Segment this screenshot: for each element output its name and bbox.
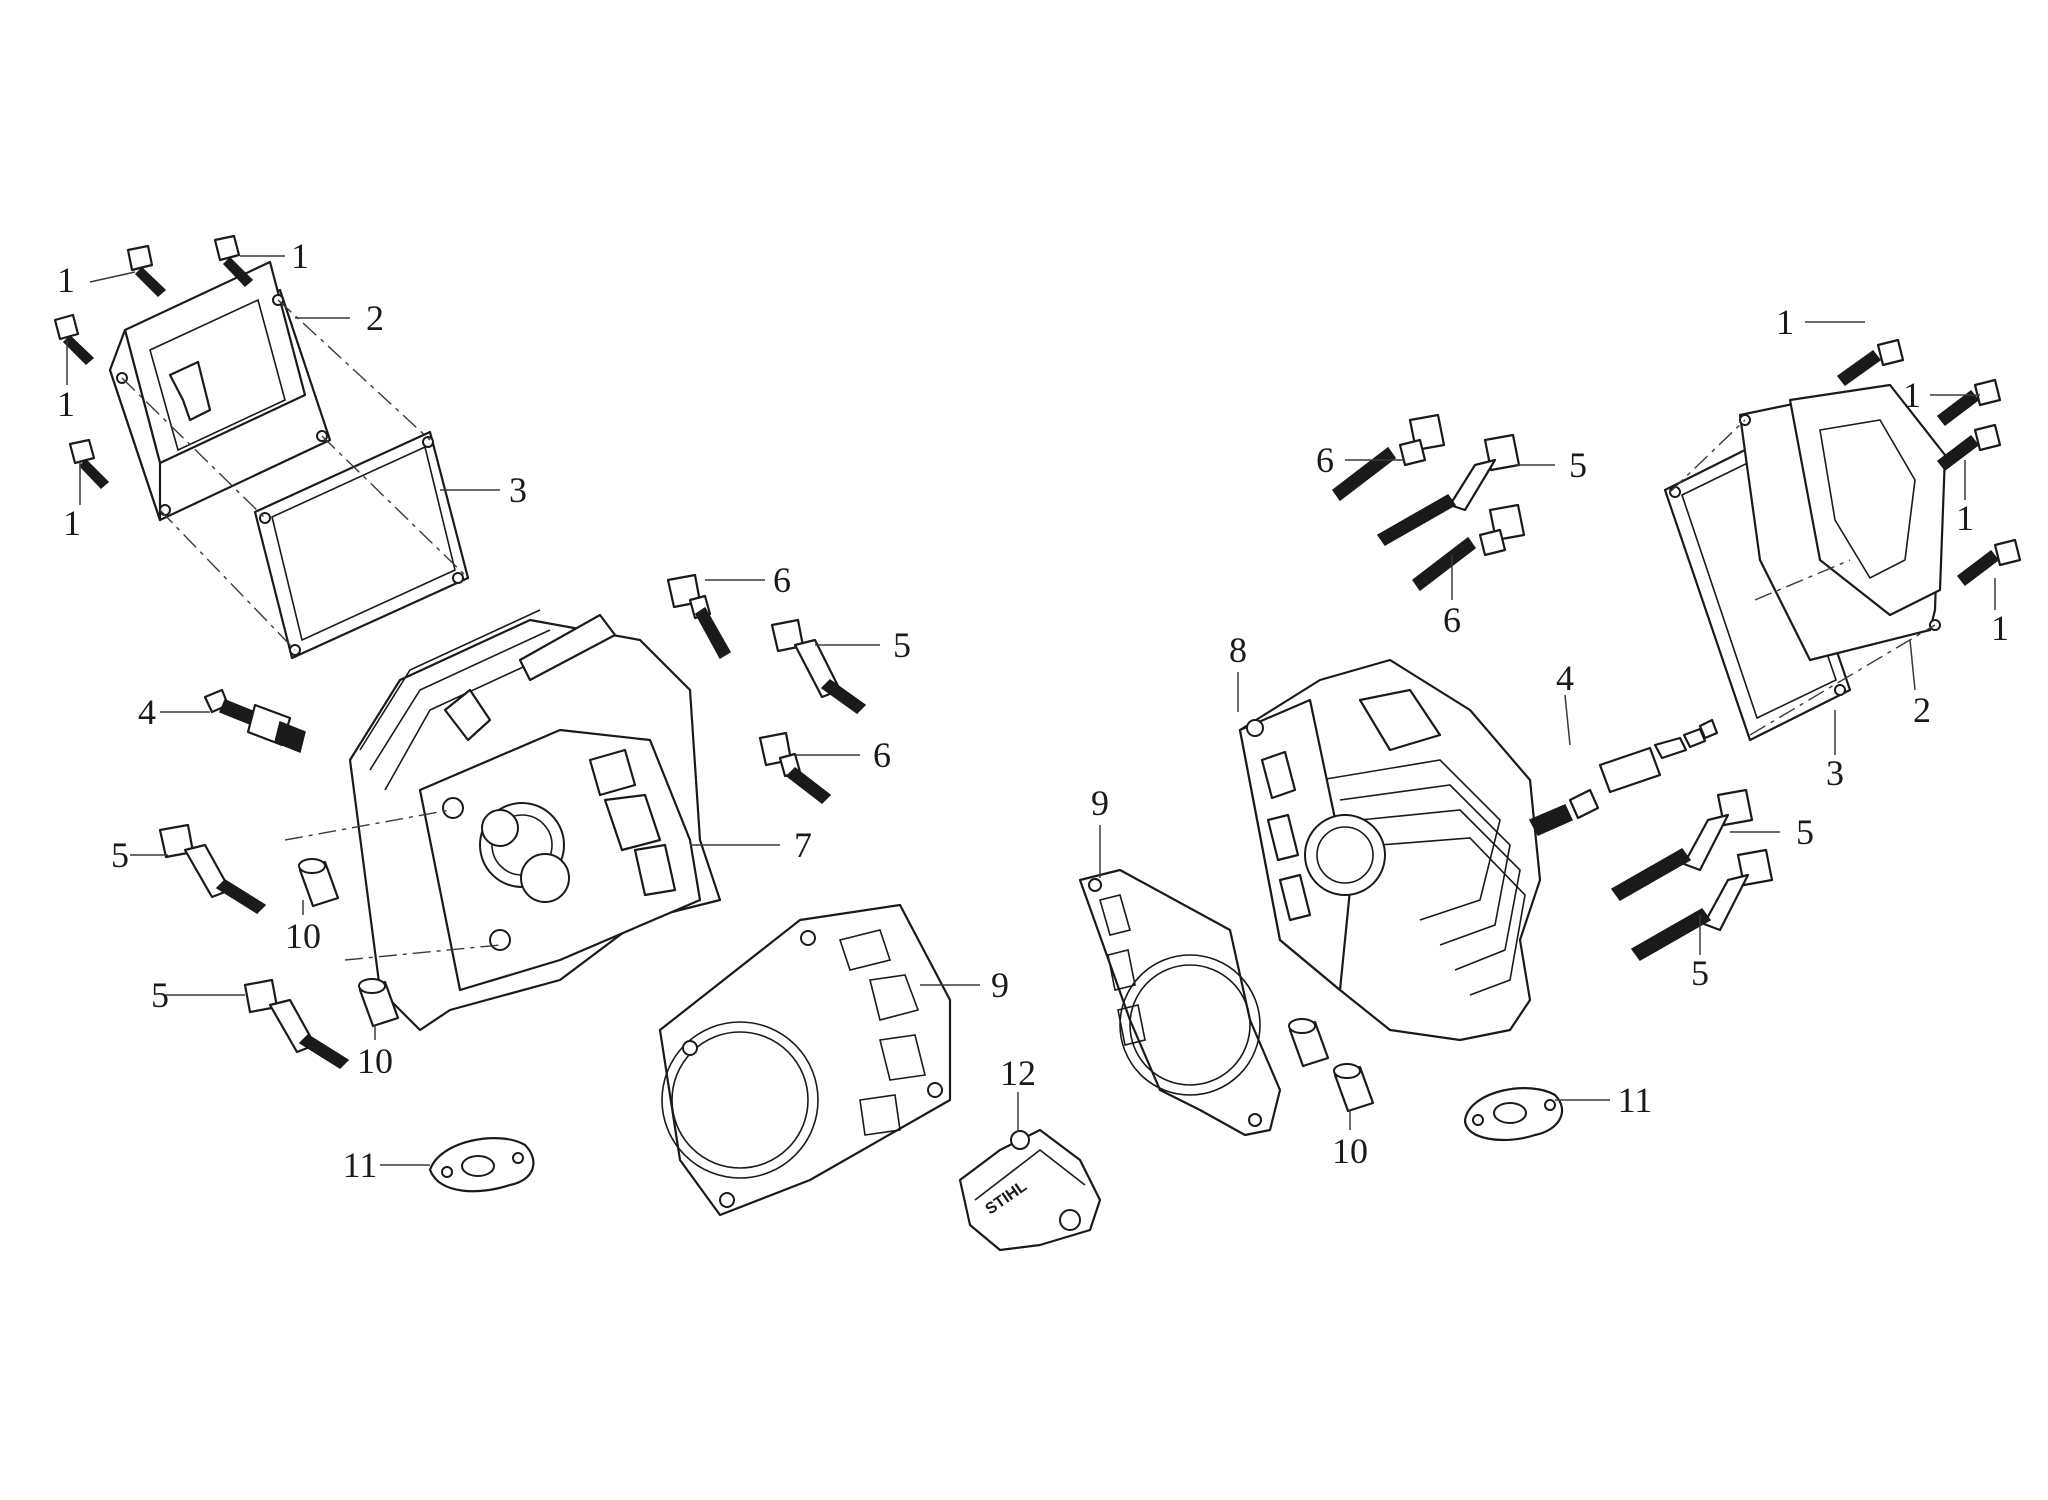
spark-plug-left <box>203 688 306 754</box>
callout-1: 1 <box>63 503 81 543</box>
callout-9: 9 <box>991 965 1009 1005</box>
bolt-left-c <box>53 313 95 366</box>
callout-5: 5 <box>1796 812 1814 852</box>
callout-2: 2 <box>1913 690 1931 730</box>
spark-plug-right <box>1528 718 1719 836</box>
bolts-left <box>53 234 254 490</box>
callout-5: 5 <box>151 975 169 1015</box>
alignment-lines <box>121 299 1936 961</box>
callout-10: 10 <box>285 916 321 956</box>
callout-6: 6 <box>873 735 891 775</box>
short-bolt-left-mid <box>758 731 832 804</box>
long-bolt-right-mid <box>1610 788 1754 901</box>
callout-1: 1 <box>57 384 75 424</box>
cylinder-head-right <box>1238 658 1542 1042</box>
callout-5: 5 <box>1691 953 1709 993</box>
long-bolt-right-low <box>1630 848 1774 961</box>
callout-11: 11 <box>343 1145 378 1185</box>
head-bolts-left <box>158 573 867 1069</box>
cover-gasket-left <box>253 430 470 660</box>
callout-1: 1 <box>291 236 309 276</box>
bolt-left-b <box>213 234 254 288</box>
callout-8: 8 <box>1229 630 1247 670</box>
callout-5: 5 <box>1569 445 1587 485</box>
short-bolt-right-mid <box>1411 503 1526 592</box>
callout-5: 5 <box>893 625 911 665</box>
callout-labels: 1 1 2 1 1 3 4 6 5 6 7 5 10 5 10 9 11 12 … <box>57 236 2009 1185</box>
bracket: STIHL <box>958 1128 1102 1252</box>
bolt-left-a <box>126 244 167 298</box>
rocker-cover-left <box>108 260 332 522</box>
callout-6: 6 <box>1316 440 1334 480</box>
callout-12: 12 <box>1000 1053 1036 1093</box>
cylinder-head-left <box>348 609 722 1032</box>
callout-9: 9 <box>1091 783 1109 823</box>
bolt-right-c <box>1936 423 2002 472</box>
small-gasket-right <box>1463 1087 1564 1142</box>
callout-4: 4 <box>1556 658 1574 698</box>
callout-3: 3 <box>1826 753 1844 793</box>
bolt-right-a <box>1836 338 1905 387</box>
callout-11: 11 <box>1618 1080 1653 1120</box>
bolt-right-b <box>1936 378 2002 427</box>
callout-10: 10 <box>357 1041 393 1081</box>
long-bolt-left-mid <box>158 823 267 914</box>
small-gasket-left <box>428 1137 535 1193</box>
long-bolt-left-top <box>770 618 867 714</box>
head-bolts-right <box>1331 413 1774 961</box>
dowels-left <box>298 858 400 1028</box>
callout-1: 1 <box>1903 375 1921 415</box>
head-gasket-right <box>1078 868 1282 1137</box>
bolt-left-d <box>68 438 110 490</box>
callout-7: 7 <box>794 825 812 865</box>
callout-1: 1 <box>1991 608 2009 648</box>
callout-2: 2 <box>366 298 384 338</box>
bolts-right <box>1836 338 2022 587</box>
head-gasket-left <box>658 903 952 1217</box>
short-bolt-left-top <box>666 573 732 660</box>
callout-4: 4 <box>138 692 156 732</box>
callout-3: 3 <box>509 470 527 510</box>
rocker-cover-right <box>1738 383 1947 662</box>
dowels-right <box>1288 1018 1375 1113</box>
callout-10: 10 <box>1332 1131 1368 1171</box>
callout-6: 6 <box>1443 600 1461 640</box>
callout-5: 5 <box>111 835 129 875</box>
callout-6: 6 <box>773 560 791 600</box>
leader-lines <box>66 255 1996 1166</box>
callout-1: 1 <box>1956 498 1974 538</box>
callout-1: 1 <box>57 260 75 300</box>
long-bolt-right-top <box>1376 433 1521 546</box>
bolt-right-d <box>1956 538 2022 587</box>
callout-1: 1 <box>1776 302 1794 342</box>
short-bolt-right-top <box>1331 413 1446 502</box>
long-bolt-left-low <box>243 978 350 1069</box>
cover-gasket-right <box>1663 438 1852 742</box>
